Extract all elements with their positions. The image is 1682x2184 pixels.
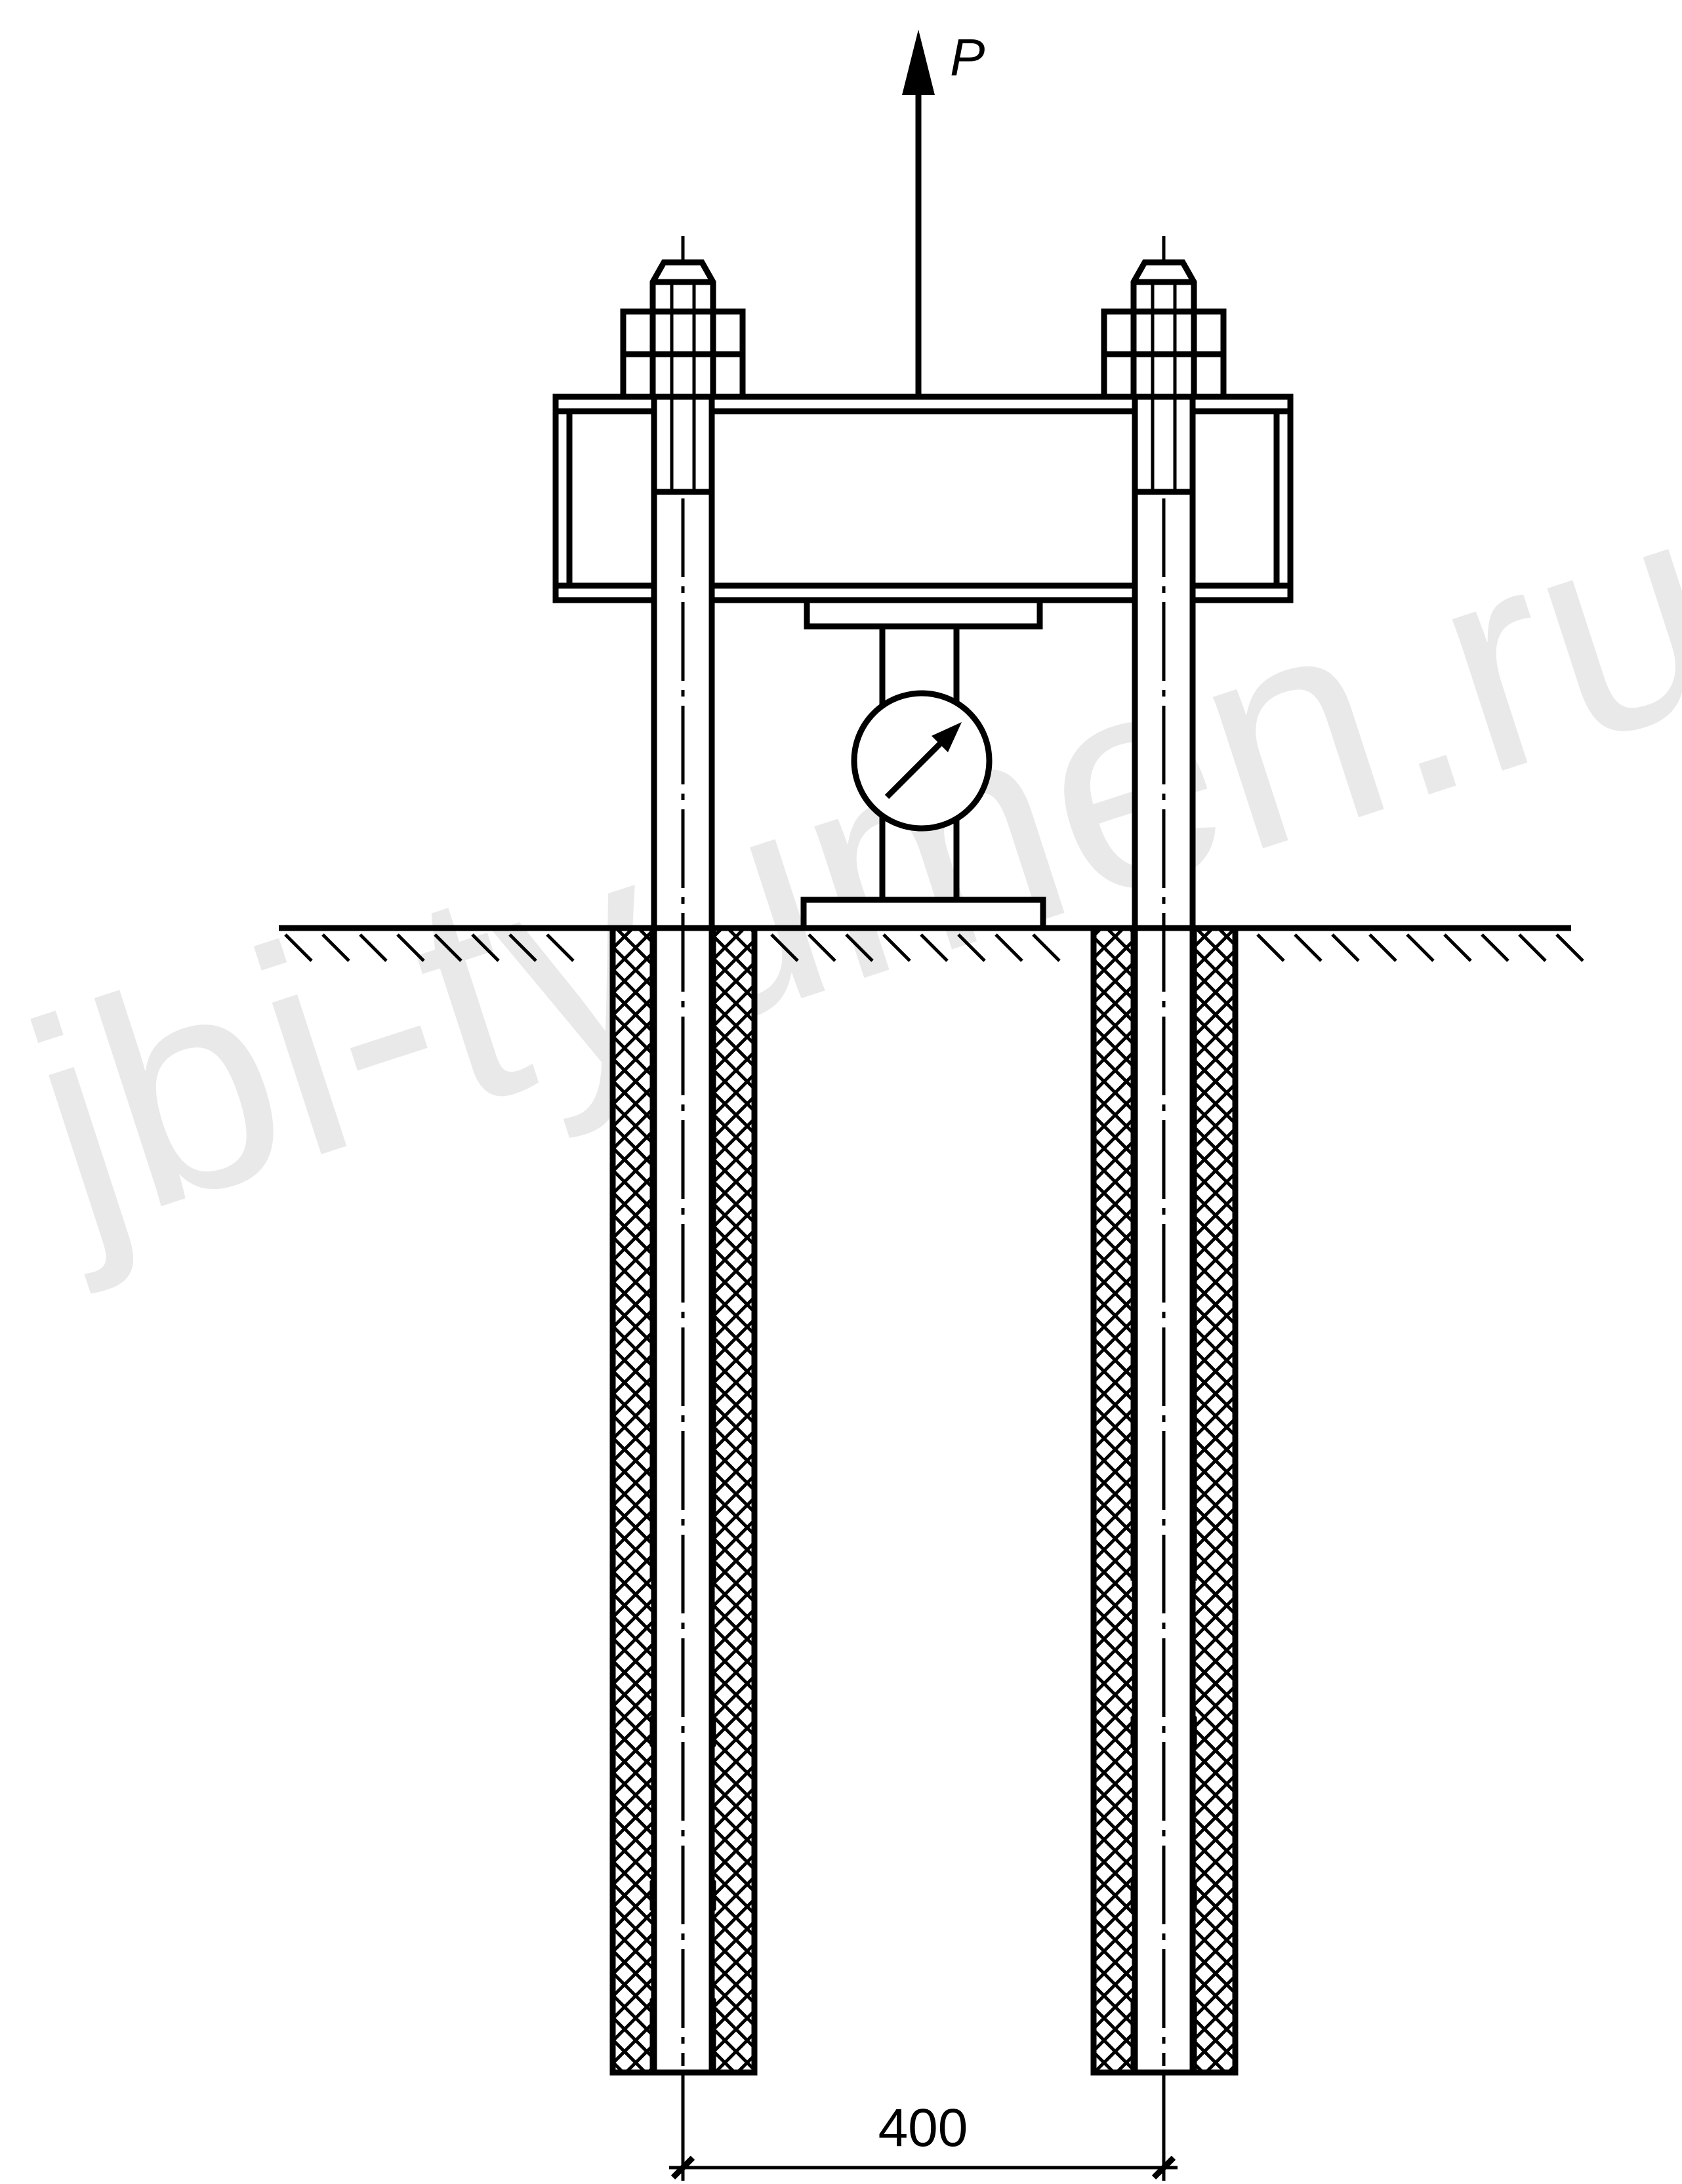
ground-hatch-tick xyxy=(1294,933,1323,962)
ground-hatch-tick xyxy=(359,933,388,962)
load-arrow: P xyxy=(902,28,985,397)
ground-hatch-tick xyxy=(546,933,575,962)
ground-hatch-tick xyxy=(434,933,462,962)
ground-hatch-tick xyxy=(321,933,350,962)
ground-hatch-tick xyxy=(845,933,874,962)
ground-hatch-tick xyxy=(1443,933,1472,962)
load-label: P xyxy=(950,28,985,87)
left-tie-rod xyxy=(651,390,715,2076)
dimension-label: 400 xyxy=(878,2098,968,2158)
ground-hatch-tick xyxy=(1368,933,1397,962)
ground-hatching xyxy=(284,933,1584,962)
ground-hatch-tick xyxy=(471,933,500,962)
ground-hatch-tick xyxy=(1518,933,1547,962)
ground-hatch-tick xyxy=(1032,933,1061,962)
right-nut xyxy=(1101,236,1227,400)
spacing-dimension: 400 xyxy=(669,2073,1178,2181)
ground-hatch-tick xyxy=(1481,933,1509,962)
arrow-up-icon xyxy=(902,30,935,95)
ground-hatch-tick xyxy=(920,933,949,962)
ground-hatch-tick xyxy=(1406,933,1435,962)
right-tie-rod xyxy=(1132,390,1196,2076)
ground-hatch-tick xyxy=(882,933,911,962)
ground-hatch-tick xyxy=(1555,933,1584,962)
ground-hatch-tick xyxy=(808,933,836,962)
ground-hatch-tick xyxy=(957,933,986,962)
ground-hatch-tick xyxy=(284,933,313,962)
left-nut xyxy=(620,236,746,400)
ground-hatch-tick xyxy=(396,933,425,962)
jack-support xyxy=(800,597,1046,931)
ground-hatch-tick xyxy=(995,933,1023,962)
ground-hatch-tick xyxy=(508,933,537,962)
ground-hatch-tick xyxy=(1331,933,1360,962)
ground-hatch-tick xyxy=(770,933,799,962)
dial-gauge-icon xyxy=(851,690,993,832)
ground-hatch-tick xyxy=(1256,933,1285,962)
